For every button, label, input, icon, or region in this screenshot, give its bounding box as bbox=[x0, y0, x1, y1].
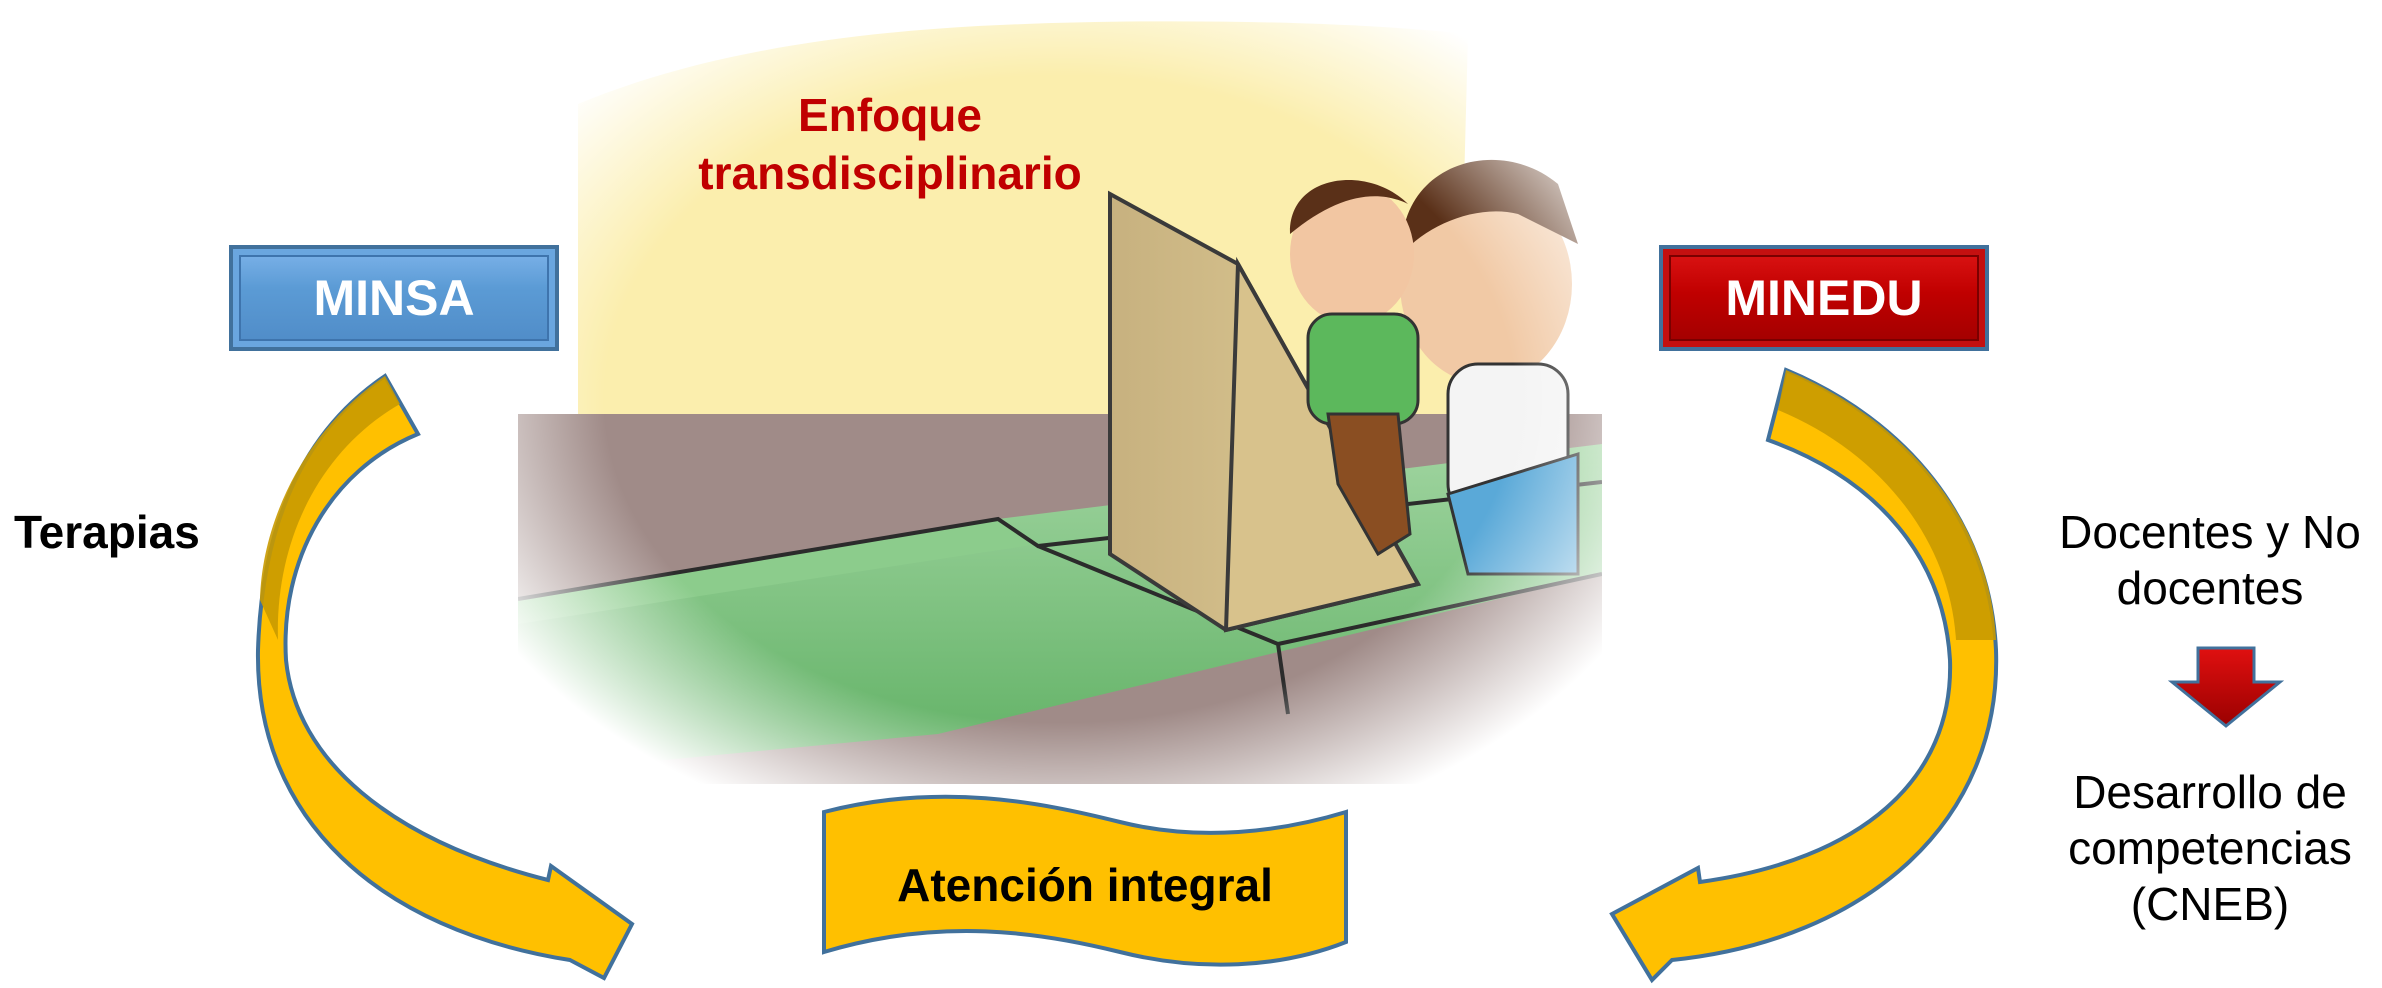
desarrollo-line-1: Desarrollo de bbox=[2073, 766, 2347, 818]
desarrollo-line-3: (CNEB) bbox=[2130, 878, 2290, 930]
title-line-2: transdisciplinario bbox=[698, 147, 1082, 199]
docentes-line-2: docentes bbox=[2116, 562, 2304, 614]
atencion-banner bbox=[822, 794, 1348, 967]
minedu-label: MINEDU bbox=[1725, 270, 1923, 326]
title-line-1: Enfoque bbox=[798, 89, 982, 141]
terapias-label: Terapias bbox=[14, 506, 200, 558]
desarrollo-line-2: competencias bbox=[2068, 822, 2352, 874]
curved-arrow-icon bbox=[1609, 367, 1999, 984]
illustration-title: Enfoque transdisciplinario bbox=[640, 86, 1140, 202]
illustration bbox=[518, 14, 1602, 784]
minedu-box: MINEDU bbox=[1659, 245, 1989, 351]
minsa-label: MINSA bbox=[313, 270, 475, 326]
docentes-line-1: Docentes y No bbox=[2059, 506, 2361, 558]
atencion-integral-label: Atención integral bbox=[897, 859, 1273, 911]
desarrollo-label: Desarrollo de competencias (CNEB) bbox=[2040, 764, 2380, 932]
down-arrow-icon bbox=[2168, 646, 2284, 728]
docentes-label: Docentes y No docentes bbox=[2040, 504, 2380, 616]
minsa-box: MINSA bbox=[229, 245, 559, 351]
